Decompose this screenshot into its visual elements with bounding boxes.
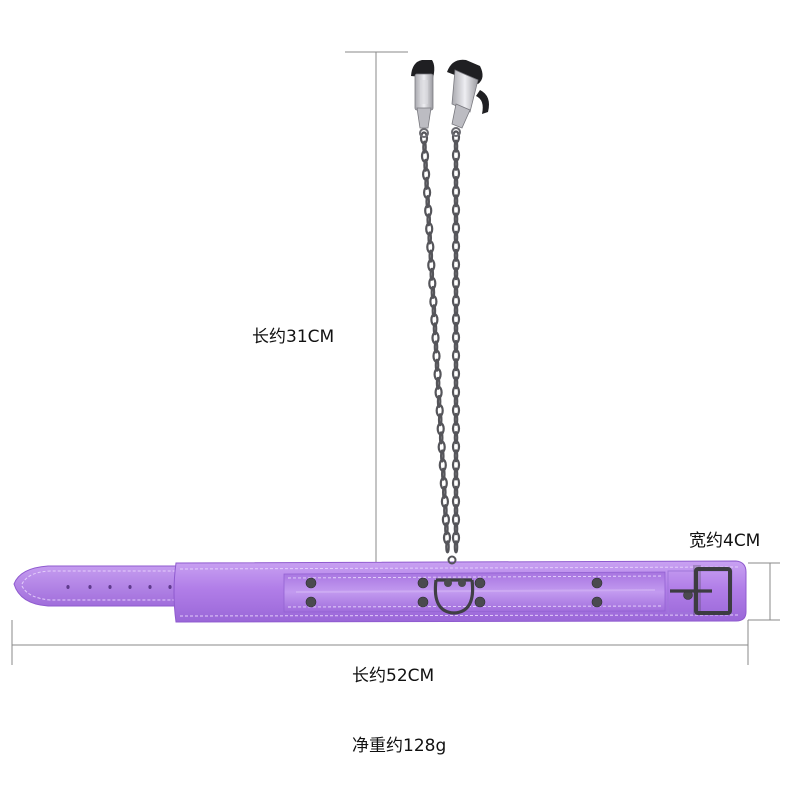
chain-link (430, 285, 436, 300)
chain-length-label: 长约31CM (252, 327, 335, 347)
chain-link (445, 540, 450, 554)
chain-link (453, 431, 459, 445)
chain-link (436, 394, 442, 409)
chain-link (434, 358, 440, 372)
chain-link (453, 358, 459, 372)
chain-link (444, 522, 449, 536)
chain-link (453, 139, 459, 153)
chain-link (433, 340, 439, 354)
chain-link (453, 467, 459, 481)
chain-link (453, 194, 459, 208)
chain-link (435, 376, 441, 390)
chain-link (428, 249, 434, 263)
chain-link (426, 213, 432, 227)
rivets (305, 577, 693, 608)
net-weight-label: 净重约128g (352, 736, 447, 756)
width-label: 宽约4CM (689, 531, 761, 551)
chain-link (439, 449, 445, 463)
collar (13, 560, 747, 623)
chain-link (453, 394, 459, 408)
chain-link (453, 267, 459, 281)
chain-link (441, 485, 447, 499)
chain-link (453, 522, 459, 536)
clamp-right (447, 59, 489, 137)
chains (419, 130, 461, 554)
buckle (667, 565, 733, 615)
chain-link (440, 467, 446, 481)
chain-link (453, 485, 459, 499)
chain-link (453, 212, 459, 226)
chain-link (453, 339, 459, 354)
chain-link (422, 140, 427, 154)
chain-link (453, 540, 459, 554)
chain-link (437, 413, 443, 427)
strap-holes (66, 585, 172, 589)
chain-link (453, 376, 459, 390)
chain-link (453, 285, 459, 299)
chain-link (423, 158, 428, 172)
clamp-left (411, 60, 435, 138)
chain-link (424, 176, 429, 190)
chain-link (453, 321, 459, 335)
chain-link (453, 412, 459, 426)
d-ring (433, 578, 475, 615)
chain-link (453, 303, 459, 317)
chain-link (453, 175, 459, 190)
chain-link (427, 231, 433, 245)
chain-link (443, 504, 448, 518)
chain-link (453, 248, 459, 262)
chain-link (453, 230, 459, 244)
chain-link (425, 195, 431, 209)
collar-length-label: 长约52CM (352, 666, 435, 686)
chain-link (432, 322, 438, 336)
chain-link (453, 157, 459, 171)
chain-link (429, 267, 435, 281)
chain-link (431, 304, 437, 318)
chain-link (438, 431, 444, 445)
chain-link (453, 449, 459, 463)
chain-link (453, 503, 459, 518)
